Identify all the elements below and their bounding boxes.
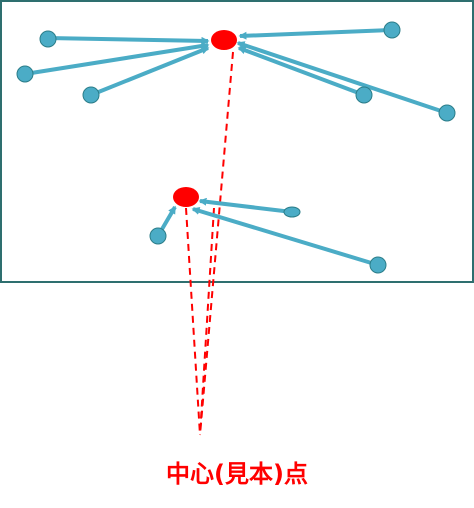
- arrow-lower-2: [198, 197, 293, 214]
- arrow-upper-1: [47, 36, 210, 45]
- arrow-upper-6: [236, 41, 448, 115]
- guide-lines: [185, 51, 234, 436]
- guide-line-lower-right: [199, 207, 215, 436]
- upper-dot-4: [383, 21, 401, 39]
- upper-dot-5: [355, 86, 373, 104]
- guide-line-lower-left: [185, 207, 201, 436]
- upper-dot-6: [438, 104, 456, 122]
- arrow-upper-4: [238, 28, 393, 40]
- arrow-upper-3: [90, 46, 210, 97]
- guide-line-upper: [199, 51, 234, 436]
- upper-dot-1: [39, 30, 57, 48]
- arrow-lower-3: [191, 207, 379, 267]
- lower-dot-3: [369, 256, 387, 274]
- center-point-caption: 中心(見本)点: [166, 460, 308, 488]
- upper-dot-3: [82, 86, 100, 104]
- upper-dot-2: [16, 65, 34, 83]
- lower-dot-1: [149, 227, 167, 245]
- upper-cluster-dots: [16, 21, 456, 122]
- lower-center-point: [173, 187, 199, 207]
- arrow-upper-2: [24, 42, 210, 76]
- upper-center-point: [211, 30, 237, 50]
- lower-cluster-arrows: [156, 197, 379, 267]
- upper-cluster-arrows: [24, 28, 448, 115]
- diagram-frame: [0, 0, 474, 283]
- lower-cluster-dots: [149, 206, 387, 274]
- lower-dot-2: [283, 206, 301, 218]
- arrow-upper-5: [237, 46, 365, 97]
